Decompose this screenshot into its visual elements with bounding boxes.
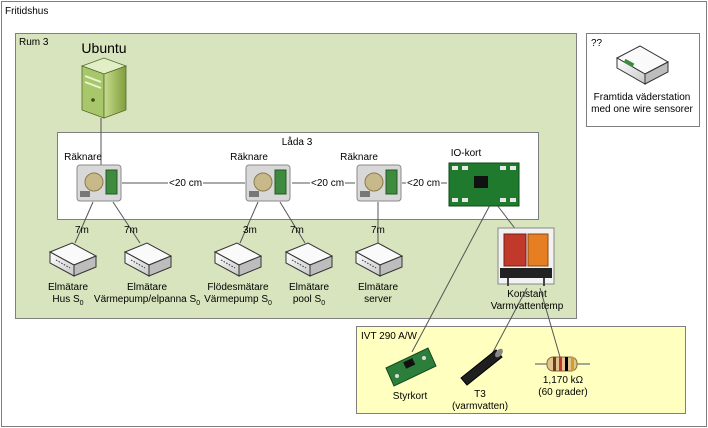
meter-2-subtitle: Värmepump/elpanna S0 — [93, 294, 201, 307]
meter-4-label: Elmätare pool S0 — [289, 282, 329, 310]
length-3-label: 3m — [243, 225, 257, 236]
length-5-label: 7m — [371, 225, 385, 236]
meter-2-label: Elmätare Värmepump/elpanna S0 — [94, 282, 200, 310]
ivt-frame — [356, 326, 686, 414]
t3-label: T3 (varmvatten) — [452, 389, 508, 413]
meter-5-subtitle: server — [364, 294, 392, 305]
meter-box-2-icon — [123, 242, 173, 277]
meter-4-title: Elmätare — [288, 282, 330, 293]
server-icon — [80, 57, 128, 119]
counter-3-label: Räknare — [340, 152, 378, 163]
meter-2-title: Elmätare — [126, 282, 168, 293]
meter-box-3-icon — [213, 242, 263, 277]
length-2-label: 7m — [124, 225, 138, 236]
t3-label-line1: T3 — [474, 389, 486, 400]
distance-3-label: <20 cm — [406, 178, 442, 190]
relay-label-line1: Konstant — [507, 289, 547, 300]
relay-icon — [497, 227, 555, 286]
counter-1-label: Räknare — [64, 152, 102, 163]
meter-box-5-icon — [354, 242, 404, 277]
meter-box-1-icon — [48, 242, 98, 277]
counter-board-1-icon — [76, 164, 122, 202]
io-styrkort-wire — [411, 204, 491, 353]
future-label-line2: med one wire sensorer — [591, 104, 693, 115]
box-label: Låda 3 — [281, 137, 313, 148]
meter-1-label: Elmätare Hus S0 — [48, 282, 88, 310]
meter-5-label: Elmätare server — [358, 282, 398, 306]
meter-5-title: Elmätare — [357, 282, 399, 293]
styrkort-board-icon — [385, 347, 437, 387]
counter-board-2-icon — [245, 164, 291, 202]
room-label: Rum 3 — [19, 37, 49, 48]
t3-sensor-icon — [460, 348, 503, 386]
future-question-label: ?? — [591, 38, 603, 49]
meter-3-subtitle: Värmepump S0 — [204, 294, 272, 307]
resistor-label-line2: (60 grader) — [538, 387, 588, 398]
distance-2-label: <20 cm — [310, 178, 346, 190]
future-label: Framtida väderstation med one wire senso… — [591, 92, 693, 116]
meter3-wire — [239, 201, 259, 244]
meter2-wire — [112, 201, 141, 244]
relay-label-line2: Varmvattentemp — [490, 301, 564, 312]
length-1-label: 7m — [75, 225, 89, 236]
relay-label: Konstant Varmvattentemp — [491, 289, 564, 313]
resistor-label: 1,170 kΩ (60 grader) — [538, 375, 587, 399]
io-label: IO-kort — [450, 148, 482, 159]
weather-station-icon — [615, 45, 670, 85]
resistor-label-line1: 1,170 kΩ — [542, 375, 584, 386]
meter-3-title: Flödesmätare — [207, 282, 269, 293]
meter-3-label: Flödesmätare Värmepump S0 — [204, 282, 272, 310]
counter-2-label: Räknare — [230, 152, 268, 163]
meter4-wire — [279, 201, 306, 244]
meter1-wire — [74, 201, 94, 244]
future-label-line1: Framtida väderstation — [593, 92, 691, 103]
length-4-label: 7m — [290, 225, 304, 236]
relay-resistor-wire — [539, 287, 561, 358]
house-label: Fritidshus — [5, 6, 49, 17]
meter-1-title: Elmätare — [47, 282, 89, 293]
relay-t3-wire — [492, 287, 528, 353]
ivt-label: IVT 290 A/W — [361, 331, 417, 342]
meter-4-subtitle: pool S0 — [292, 294, 326, 307]
io-board-icon — [448, 162, 520, 207]
counter-board-3-icon — [356, 164, 402, 202]
wires — [74, 118, 561, 358]
styrkort-label: Styrkort — [392, 391, 428, 402]
meter-box-4-icon — [284, 242, 334, 277]
meter-1-subtitle: Hus S0 — [52, 294, 84, 307]
server-label: Ubuntu — [81, 40, 127, 56]
t3-label-line2: (varmvatten) — [451, 401, 509, 412]
resistor-icon — [535, 356, 590, 372]
distance-1-label: <20 cm — [168, 178, 204, 190]
